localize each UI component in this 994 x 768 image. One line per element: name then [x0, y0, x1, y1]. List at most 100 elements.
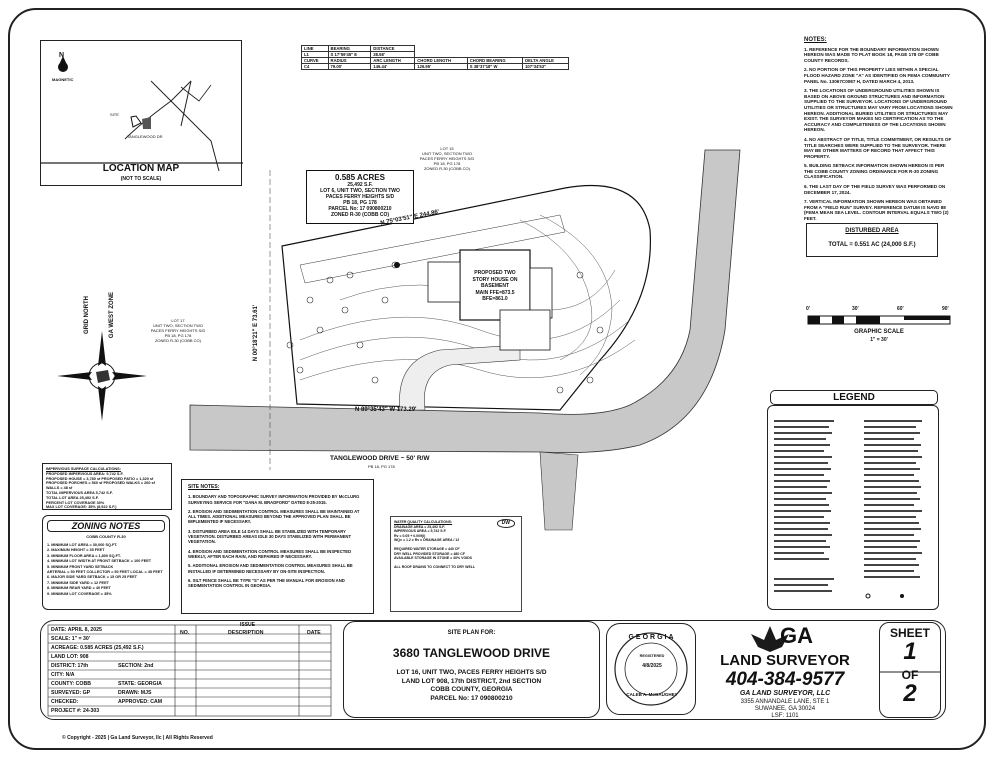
site-plan-line: PARCEL No: 17 090800210	[430, 694, 513, 702]
site-plan-line: LAND LOT 908, 17th DISTRICT, 2nd SECTION	[401, 677, 542, 685]
note-item: 2. NO PORTION OF THIS PROPERTY LIES WITH…	[804, 67, 950, 84]
tb-acreage: ACREAGE: 0.585 ACRES (25,492 S.F.)	[51, 645, 144, 651]
note-item: 3. THE LOCATIONS OF UNDERGROUND UTILITIE…	[804, 88, 953, 133]
company-lsf: LSF: 1101	[771, 713, 799, 719]
company-name: LAND SURVEYOR	[720, 652, 850, 669]
disturbed-area-box: DISTURBED AREA TOTAL = 0.551 AC (24,000 …	[806, 223, 938, 257]
sheet-label: SHEET	[889, 626, 930, 640]
graphic-scale-ratio: 1" = 30'	[870, 337, 888, 343]
tb-issue: ISSUE	[240, 622, 256, 628]
lot-line: PB 18, PG 178	[343, 200, 377, 206]
road-name: TANGLEWOOD DRIVE ~ 50' R/W	[330, 455, 430, 462]
scale-tick: 60'	[897, 306, 904, 312]
company-phone: 404-384-9577	[725, 669, 845, 690]
tb-col-desc: DESCRIPTION	[228, 630, 264, 636]
general-notes: NOTES: 1. REFERENCE FOR THE BOUNDARY INF…	[804, 37, 954, 226]
title-block	[40, 620, 946, 720]
lot-line: PARCEL No: 17 090800210	[328, 206, 392, 212]
graphic-scale-title: GRAPHIC SCALE	[854, 329, 904, 335]
site-note-item: 1. BOUNDARY AND TOPOGRAPHIC SURVEY INFOR…	[188, 494, 360, 505]
site-plan-label: SITE PLAN FOR:	[447, 630, 496, 636]
lot-line: LOT 6, UNIT TWO, SECTION TWO	[320, 188, 400, 194]
tb-drawn: DRAWN: MJS	[118, 690, 152, 696]
magnetic-label: MAGNETIC	[52, 77, 74, 82]
tb-land-lot: LAND LOT: 908	[51, 654, 89, 660]
zoning-notes: ZONING NOTES COBB COUNTY R-30 1. MINIMUM…	[42, 515, 170, 610]
site-note-item: 2. EROSION AND SEDIMENTATION CONTROL MEA…	[188, 508, 360, 525]
company-logo-text: GA	[780, 623, 813, 648]
seal-state: GEORGIA	[628, 634, 676, 641]
site-notes-title: SITE NOTES:	[188, 484, 220, 490]
road-label: TANGLEWOOD DR	[127, 134, 163, 139]
site-note-item: 5. ADDITIONAL EROSION AND SEDIMENTATION …	[188, 563, 353, 574]
scale-tick: 0'	[806, 306, 810, 312]
company-block: GA LAND SURVEYOR 404-384-9577 GA LAND SU…	[700, 620, 870, 720]
site-note-item: 3. DISTURBED AREA IDLE 14 DAYS SHALL BE …	[188, 528, 352, 545]
tb-section: SECTION: 2nd	[118, 663, 154, 669]
lot-info-box: 0.585 ACRES 25,492 S.F. LOT 6, UNIT TWO,…	[306, 170, 414, 224]
site-plan-line: LOT 16, UNIT TWO, PACES FERRY HEIGHTS S/…	[396, 669, 547, 676]
note-item: 5. BUILDING SETBACK INFORMATION SHOWN HE…	[804, 163, 945, 180]
sheet-frame	[8, 8, 986, 750]
sheet-total: 2	[903, 680, 917, 707]
lot-line: ZONED R-30 (COBB CO)	[330, 212, 390, 218]
company-address2: SUWANEE, GA 30024	[754, 706, 816, 712]
tb-district: DISTRICT: 17th	[51, 663, 89, 669]
tb-state: STATE: GEORGIA	[118, 681, 162, 687]
table-cell: 126.95'	[414, 63, 468, 70]
seal-date: 4/8/2025	[642, 663, 662, 669]
note-item: 6. THE LAST DAY OF THE FIELD SURVEY WAS …	[804, 184, 946, 195]
location-map-subtitle: (NOT TO SCALE)	[120, 176, 162, 182]
company-address1: 3355 ANNANDALE LANE, STE 1	[740, 699, 830, 705]
water-quality-calcs: DW WATER QUALITY CALCULATIONS: DRAINAGE …	[390, 516, 522, 612]
grid-north-label: GRID NORTH	[84, 296, 90, 334]
disturbed-value: TOTAL = 0.551 AC (24,000 S.F.)	[828, 242, 916, 248]
sheet-num: 1	[903, 638, 917, 665]
sheet-number-box: SHEET 1 OF 2	[879, 622, 941, 718]
lot-line: PACES FERRY HEIGHTS S/D	[325, 194, 395, 200]
tb-approved: APPROVED: CAM	[118, 699, 163, 705]
tb-checked: CHECKED:	[51, 699, 79, 705]
lot-acreage: 0.585 ACRES	[335, 173, 385, 182]
road-plat-ref: PB 18, PG 178	[368, 464, 395, 469]
legend-title: LEGEND	[770, 390, 938, 405]
zoning-subtitle: COBB COUNTY R-30	[86, 534, 126, 539]
location-map: N MAGNETIC SITE TANGLEWOOD DR	[40, 40, 243, 186]
legend-box	[767, 405, 939, 610]
note-item: 1. REFERENCE FOR THE BOUNDARY INFORMATIO…	[804, 46, 939, 63]
scale-tick: 30'	[852, 306, 859, 312]
site-plan-info: SITE PLAN FOR: 3680 TANGLEWOOD DRIVE LOT…	[343, 621, 600, 718]
seal-name: CALEB A. McGAUGHEY	[626, 692, 678, 697]
location-map-title: LOCATION MAP	[102, 163, 180, 174]
tb-city: CITY: N/A	[51, 672, 75, 678]
zoning-title: ZONING NOTES	[47, 520, 165, 532]
impervious-calculations: IMPERVIOUS SURFACE CALCULATIONS: PROPOSE…	[42, 463, 172, 510]
company-llc: GA LAND SURVEYOR, LLC	[739, 690, 831, 697]
notes-title: NOTES:	[804, 37, 827, 43]
line-curve-table: LINE BEARING DISTANCE L1 S 17°59'45" E 3…	[301, 45, 569, 70]
bearing-west-line: N 00°18'21" E 73.61'	[253, 304, 260, 362]
disturbed-title: DISTURBED AREA	[845, 228, 899, 234]
north-letter: N	[59, 52, 65, 59]
lot-sf: 25,492 S.F.	[347, 182, 373, 188]
tb-col-date: DATE	[307, 630, 321, 636]
tb-project: PROJECT #: 24-303	[51, 708, 100, 714]
site-address: 3680 TANGLEWOOD DRIVE	[392, 646, 551, 660]
note-item: 7. VERTICAL INFORMATION SHOWN HEREON WAS…	[804, 199, 949, 222]
copyright: © Copyright - 2025 | Ga Land Surveyor, l…	[62, 735, 213, 741]
table-cell: S 38°37'18" W	[466, 63, 524, 70]
tb-col-no: NO.	[180, 630, 190, 636]
tb-county: COUNTY: COBB	[51, 681, 91, 687]
dry-well-badge: DW	[496, 519, 515, 528]
scale-tick: 90'	[942, 306, 949, 312]
bearing-south-line: N 89°35'43" W 173.29'	[355, 407, 417, 413]
note-item: 4. NO ABSTRACT OF TITLE, TITLE COMMITMEN…	[804, 136, 952, 159]
site-notes: SITE NOTES: 1. BOUNDARY AND TOPOGRAPHIC …	[181, 479, 374, 614]
tb-surveyed: SURVEYED: GP	[51, 690, 91, 696]
tb-date: DATE: APRIL 8, 2025	[51, 627, 102, 633]
table-cell: 107°34'53"	[522, 63, 569, 70]
site-plan-line: COBB COUNTY, GEORGIA	[430, 686, 513, 693]
